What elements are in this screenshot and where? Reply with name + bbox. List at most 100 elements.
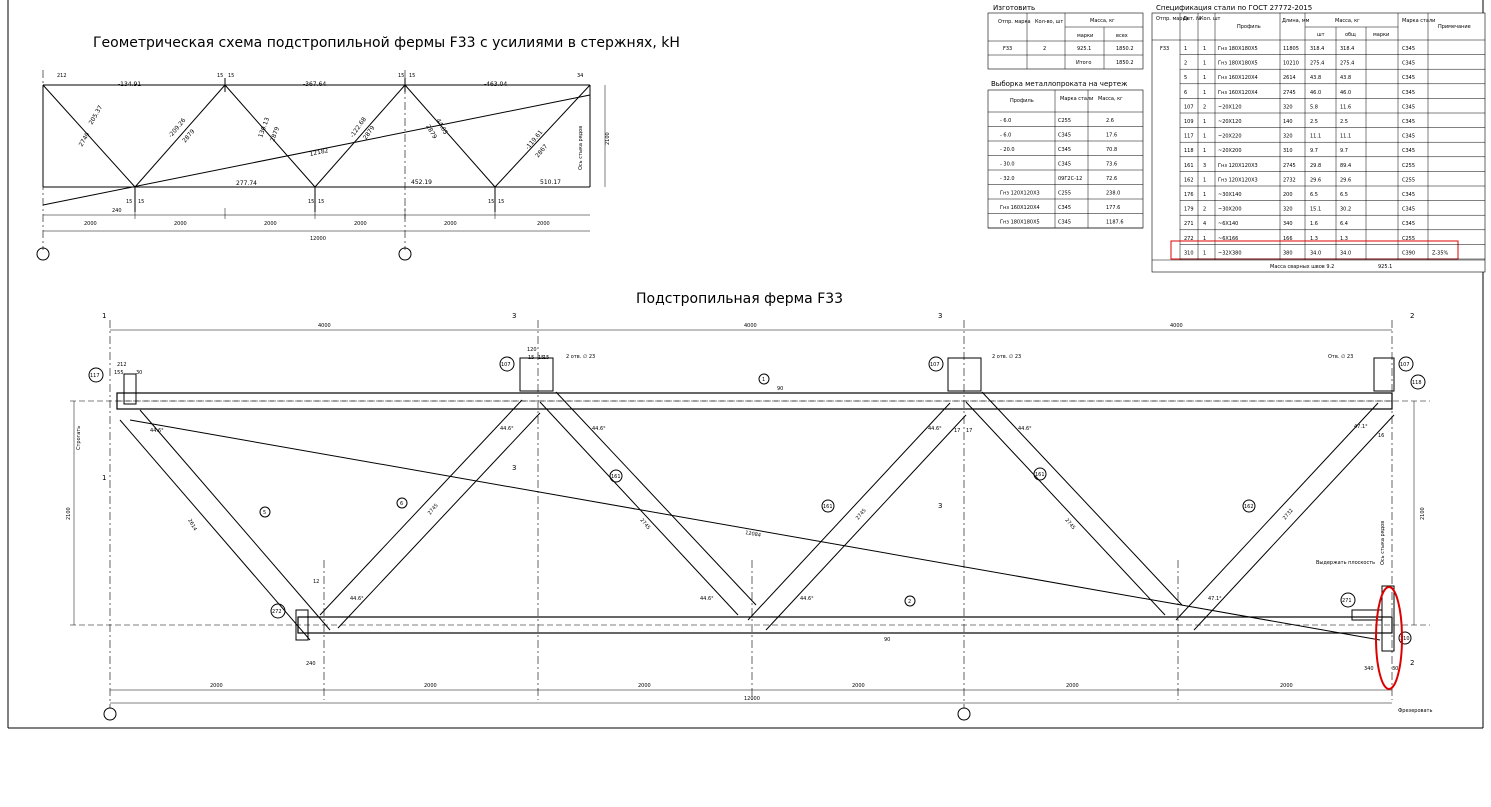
schema-dim: 15 <box>228 73 234 79</box>
td: 1 <box>1203 134 1206 140</box>
td: ~6Х166 <box>1218 236 1238 242</box>
bottom-dim: 2000 <box>638 683 651 689</box>
td: 17.6 <box>1106 133 1117 139</box>
panel-dim: 4000 <box>318 323 331 329</box>
svg-text:161: 161 <box>823 504 833 510</box>
force-top-1: -134.91 <box>118 81 141 88</box>
diag-length: 2879 <box>181 128 196 144</box>
td: 238.0 <box>1106 191 1120 197</box>
td: 43.8 <box>1310 75 1321 81</box>
td: С255 <box>1058 118 1071 124</box>
td: С255 <box>1402 236 1415 242</box>
td: 176 <box>1184 192 1194 198</box>
td: С345 <box>1402 90 1415 96</box>
th: марки <box>1373 32 1389 38</box>
td: 1 <box>1184 46 1187 52</box>
callout-1: 1 <box>758 373 770 385</box>
td: 3 <box>1203 163 1206 169</box>
callout-107: 107 <box>1398 356 1414 372</box>
small-dim: 15 <box>543 355 549 361</box>
td: 310 <box>1283 148 1293 154</box>
th: Отпр. марка <box>1156 16 1189 22</box>
td: С345 <box>1402 119 1415 125</box>
td: - 6.0 <box>1000 133 1011 139</box>
hole-note: 2 отв. ∅ 23 <box>992 354 1021 360</box>
force-top-2: -367.64 <box>303 81 326 88</box>
td: 1.3 <box>1310 236 1318 242</box>
schema-dim: 15 <box>308 199 314 205</box>
td: С255 <box>1402 163 1415 169</box>
td: 72.6 <box>1106 176 1117 182</box>
panel-dim: 4000 <box>744 323 757 329</box>
svg-text:161: 161 <box>1035 472 1045 478</box>
span-dim: 2000 <box>264 221 277 227</box>
hole-note: Отв. ∅ 23 <box>1328 354 1353 360</box>
node-plate <box>519 357 554 392</box>
td: 320 <box>1283 207 1293 213</box>
td: 9.7 <box>1340 148 1348 154</box>
svg-text:117: 117 <box>90 373 100 379</box>
end-plate <box>123 373 137 405</box>
th: общ <box>1345 32 1356 38</box>
callout-161: 161 <box>821 499 835 513</box>
section-mark: 2 <box>1410 659 1414 667</box>
small-dim: 15 <box>538 355 544 361</box>
svg-text:6: 6 <box>400 501 403 507</box>
td: 1 <box>1203 61 1206 67</box>
td: 177.6 <box>1106 205 1120 211</box>
td: 6 <box>1184 90 1187 96</box>
td: - 32.0 <box>1000 176 1015 182</box>
note-flatness: Выдержать плоскость <box>1316 560 1375 566</box>
schema-diag-5 <box>404 84 496 188</box>
td: С345 <box>1402 75 1415 81</box>
small-dim: 12 <box>313 579 319 585</box>
th: Марка стали <box>1402 18 1435 24</box>
td: Z-35% <box>1432 250 1449 256</box>
section-mark: 1 <box>102 312 106 320</box>
note-plane: Строгать <box>76 426 82 450</box>
span-dim: 2000 <box>174 221 187 227</box>
table-title: Изготовить <box>993 4 1035 12</box>
th: Марка стали <box>1060 96 1093 102</box>
td: С345 <box>1058 133 1071 139</box>
td: 380 <box>1283 250 1293 256</box>
svg-text:310: 310 <box>1400 636 1410 642</box>
table-frame <box>1151 12 1486 273</box>
diag-length: 2732 <box>1282 508 1295 522</box>
bottom-dim: 2000 <box>1066 683 1079 689</box>
svg-text:107: 107 <box>501 362 511 368</box>
diagonal-5 <box>965 391 1183 616</box>
td: 46.0 <box>1340 90 1351 96</box>
td: 89.4 <box>1340 163 1351 169</box>
callout-2: 2 <box>904 595 916 607</box>
diag-length: 2879 <box>269 126 281 143</box>
td: С345 <box>1058 147 1071 153</box>
hole-note: 2 отв. ∅ 23 <box>566 354 595 360</box>
td: Гнз 180Х180Х5 <box>1218 61 1258 67</box>
td: Гнз 160Х120Х4 <box>1000 205 1040 211</box>
td: 6.5 <box>1340 192 1348 198</box>
small-dim: 17 <box>954 428 960 434</box>
force-bottom-1: 277.74 <box>236 180 257 187</box>
axis-bubble <box>36 247 50 261</box>
axis-bubble <box>398 247 412 261</box>
th: Примечание <box>1438 24 1471 30</box>
small-dim: 212 <box>117 362 127 368</box>
angle-label: 47.1° <box>1208 596 1222 602</box>
force-bottom-2: 452.19 <box>411 179 432 186</box>
td: ~30Х140 <box>1218 192 1242 198</box>
diag-length: 2745 <box>427 503 440 517</box>
schema-dim: 15 <box>409 73 415 79</box>
note-mill: Фрезеровать <box>1398 708 1432 714</box>
callout-117: 117 <box>88 367 104 383</box>
td: 1 <box>1203 192 1206 198</box>
height-dim: 2100 <box>605 132 611 145</box>
td: ~32Х380 <box>1218 250 1242 256</box>
td: 1 <box>1203 148 1206 154</box>
force-top-3: -463.04 <box>484 81 507 88</box>
td: 5 <box>1184 75 1187 81</box>
td: С390 <box>1402 250 1415 256</box>
small-dim: 90 <box>777 386 783 392</box>
geometric-schema: 212 15 15 15 15 34 240 15 15 15 15 15 15… <box>36 70 611 261</box>
